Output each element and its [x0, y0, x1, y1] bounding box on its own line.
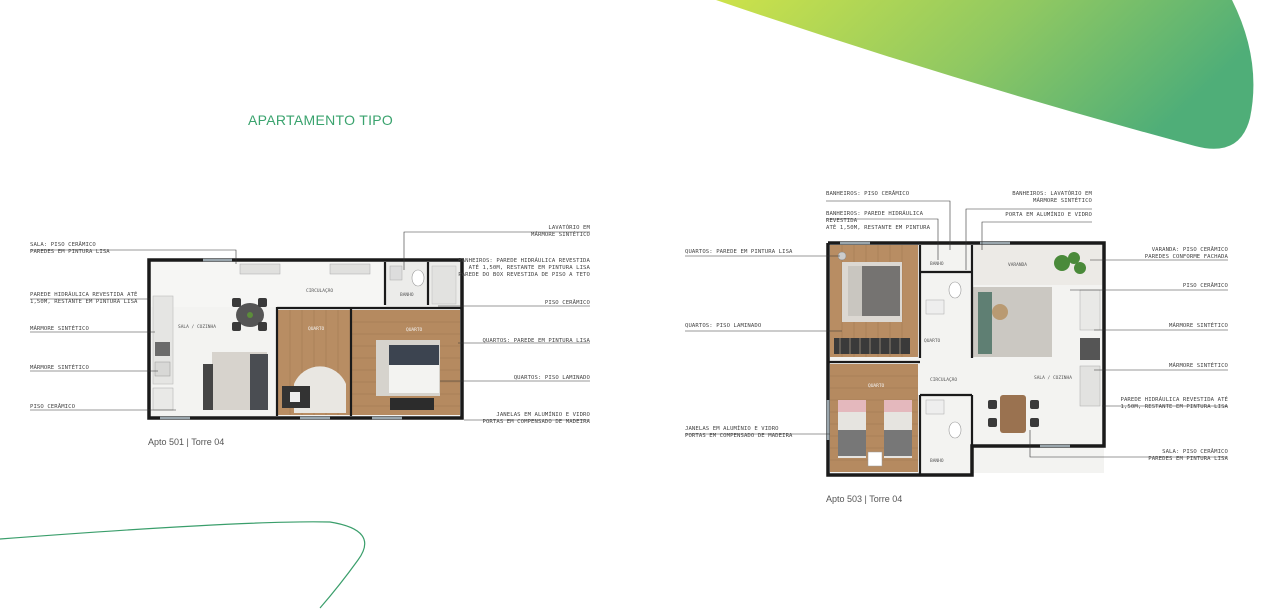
room-label-quarto-a: QUARTO [308, 326, 325, 332]
label-501-piso-ceramico-banho: PISO CERÂMICO [544, 300, 590, 306]
label-503-marmore-2: MÁRMORE SINTÉTICO [1169, 363, 1228, 369]
label-503-marmore-1: MÁRMORE SINTÉTICO [1169, 323, 1228, 329]
label-501-quartos-piso: QUARTOS: PISO LAMINADO [513, 375, 590, 381]
room-label-banho: BANHO [400, 292, 414, 298]
label-503-porta: PORTA EM ALUMÍNIO E VIDRO [1005, 212, 1092, 218]
room-label-503-banho-top: BANHO [930, 261, 944, 267]
label-501-quartos-parede: QUARTOS: PAREDE EM PINTURA LISA [482, 338, 590, 344]
decorative-curve-line [0, 521, 366, 609]
floor-plan-501: CIRCULAÇÃO BANHO SALA / COZINHA QUARTO Q… [30, 231, 590, 421]
label-501-marmore-1: MÁRMORE SINTÉTICO [30, 326, 89, 332]
label-503-quartos-parede: QUARTOS: PAREDE EM PINTURA LISA [685, 249, 793, 255]
room-label-503-sala-cozinha: SALA / COZINHA [1034, 375, 1072, 381]
label-501-piso-ceramico: PISO CERÂMICO [30, 404, 76, 410]
label-503-quartos-piso: QUARTOS: PISO LAMINADO [685, 323, 762, 329]
label-503-piso-ceramico: PISO CERÂMICO [1182, 283, 1228, 289]
caption-apto-501: Apto 501 | Torre 04 [148, 437, 225, 447]
floor-plan-503: BANHO VARANDA QUARTO CIRCULAÇÃO SALA / C… [685, 200, 1228, 477]
room-label-quarto-b: QUARTO [406, 327, 423, 333]
label-501-marmore-2: MÁRMORE SINTÉTICO [30, 365, 89, 371]
room-label-503-banho-bottom: BANHO [930, 458, 944, 464]
room-label-sala-cozinha: SALA / COZINHA [178, 324, 216, 330]
room-label-503-varanda: VARANDA [1008, 262, 1027, 268]
room-label-503-quarto-top: QUARTO [924, 338, 941, 344]
room-label-circulacao: CIRCULAÇÃO [306, 287, 333, 294]
label-503-banheiros-piso: BANHEIROS: PISO CERÂMICO [826, 191, 910, 197]
caption-apto-503: Apto 503 | Torre 04 [826, 494, 903, 504]
room-label-503-circulacao: CIRCULAÇÃO [930, 376, 957, 383]
page-title: APARTAMENTO TIPO [248, 112, 394, 128]
room-label-503-quarto-bottom: QUARTO [868, 383, 885, 389]
